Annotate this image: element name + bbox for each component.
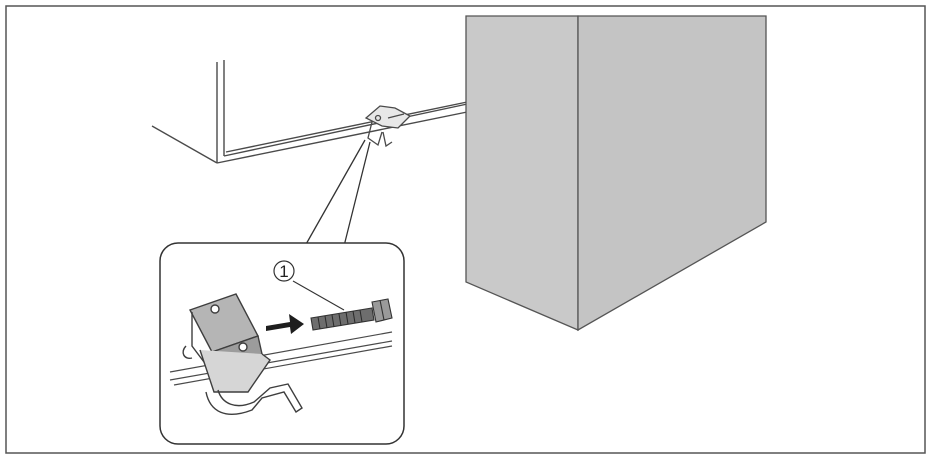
callout-leader: [292, 280, 345, 311]
callout-number: 1: [279, 262, 288, 281]
cabinet-box: [465, 15, 767, 332]
callout-badge: 1: [273, 260, 295, 282]
callout-pointer: [304, 139, 371, 247]
detail-inset-frame: [159, 242, 405, 445]
detail-bracket: [182, 293, 303, 415]
screw: [310, 298, 393, 331]
bracket-small: [364, 105, 412, 148]
appliance-body: [151, 60, 473, 164]
insert-direction-arrow: [266, 314, 304, 334]
